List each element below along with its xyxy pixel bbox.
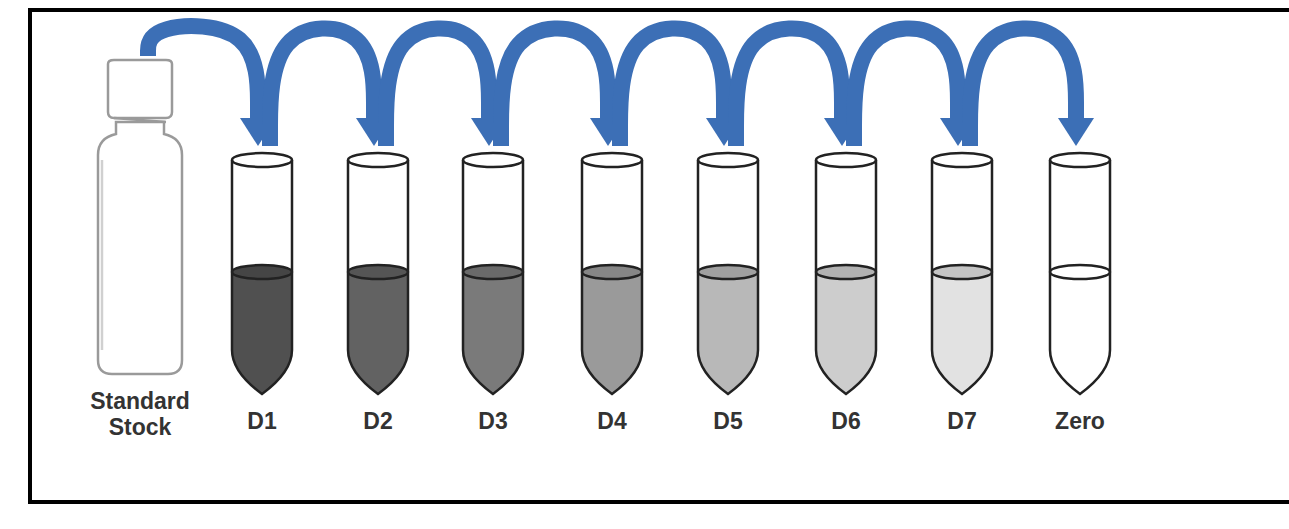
bottle-outline [90,60,190,378]
dilution-tube: D3 [453,150,533,434]
dilution-tube: D5 [688,150,768,434]
stock-bottle: Standard Stock [85,60,195,441]
tube-label: D1 [222,408,302,434]
tube-label: D5 [688,408,768,434]
tube-label: Standard Stock [85,388,195,441]
transfer-arrow [386,28,489,146]
tube-label: D3 [453,408,533,434]
dilution-tube: D6 [806,150,886,434]
dilution-tube: D2 [338,150,418,434]
tube-outline [342,150,414,398]
dilution-tube: D4 [572,150,652,434]
tube-outline [810,150,882,398]
transfer-arrow [620,28,724,146]
tube-label: D2 [338,408,418,434]
transfer-arrow [270,28,374,146]
dilution-tube: Zero [1040,150,1120,434]
tube-outline [1044,150,1116,398]
dilution-tube: D1 [222,150,302,434]
tube-label: D7 [922,408,1002,434]
tube-outline [926,150,998,398]
tube-outline [457,150,529,398]
transfer-arrow [501,28,608,146]
tube-label: D6 [806,408,886,434]
transfer-arrow [854,28,958,146]
tube-outline [576,150,648,398]
tube-outline [226,150,298,398]
tube-label: D4 [572,408,652,434]
transfer-arrow [970,28,1076,146]
dilution-tube: D7 [922,150,1002,434]
tube-label: Zero [1040,408,1120,434]
transfer-arrow [736,28,842,146]
tube-outline [692,150,764,398]
